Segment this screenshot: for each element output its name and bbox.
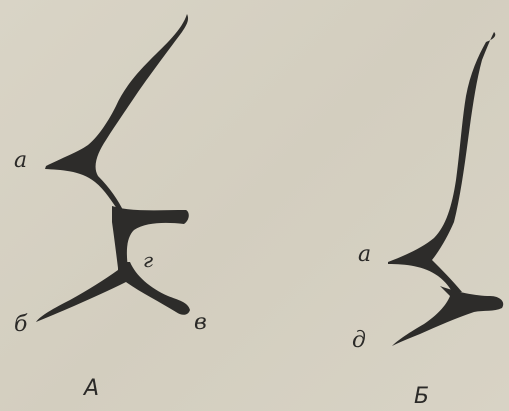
figure-a-label-v: в (194, 312, 207, 334)
figure-a-caption: А (84, 378, 99, 400)
figure-a-label-g: г (143, 250, 153, 270)
figure-b-lower-arm (392, 286, 503, 346)
figure-b-caption: Б (414, 386, 429, 408)
figure-a-upper-branch (45, 14, 188, 212)
figure-a-label-a: а (14, 150, 27, 172)
figure-a-label-b: б (14, 314, 27, 336)
figure-b-label-d: д (352, 330, 366, 352)
figure-a-lower-fork (36, 262, 190, 322)
figure-b-label-a: а (358, 244, 371, 266)
figure-b-stem (388, 32, 495, 292)
